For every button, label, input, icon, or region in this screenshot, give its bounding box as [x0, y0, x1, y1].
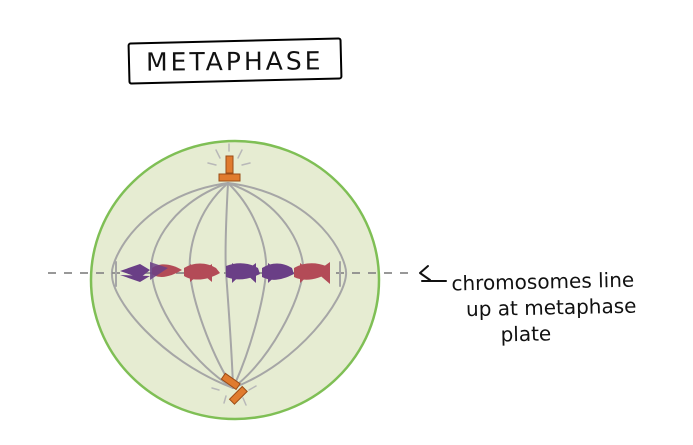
- bottom-centrosome: [211, 372, 257, 406]
- chromosome-row: [120, 262, 330, 284]
- chromosome: [294, 262, 330, 284]
- chromosome: [120, 262, 182, 282]
- spindle-fiber: [227, 182, 348, 389]
- spindle-fiber: [110, 182, 234, 389]
- annotation-line: plate: [500, 321, 552, 347]
- top-centrosome: [207, 143, 251, 182]
- chromosome: [184, 263, 220, 282]
- annotation-text: chromosomes line up at metaphase plate: [451, 266, 688, 349]
- annotation-arrow: [419, 265, 447, 282]
- chromosome: [226, 263, 260, 283]
- plate-ticks: [115, 261, 341, 287]
- chromosome: [262, 263, 294, 283]
